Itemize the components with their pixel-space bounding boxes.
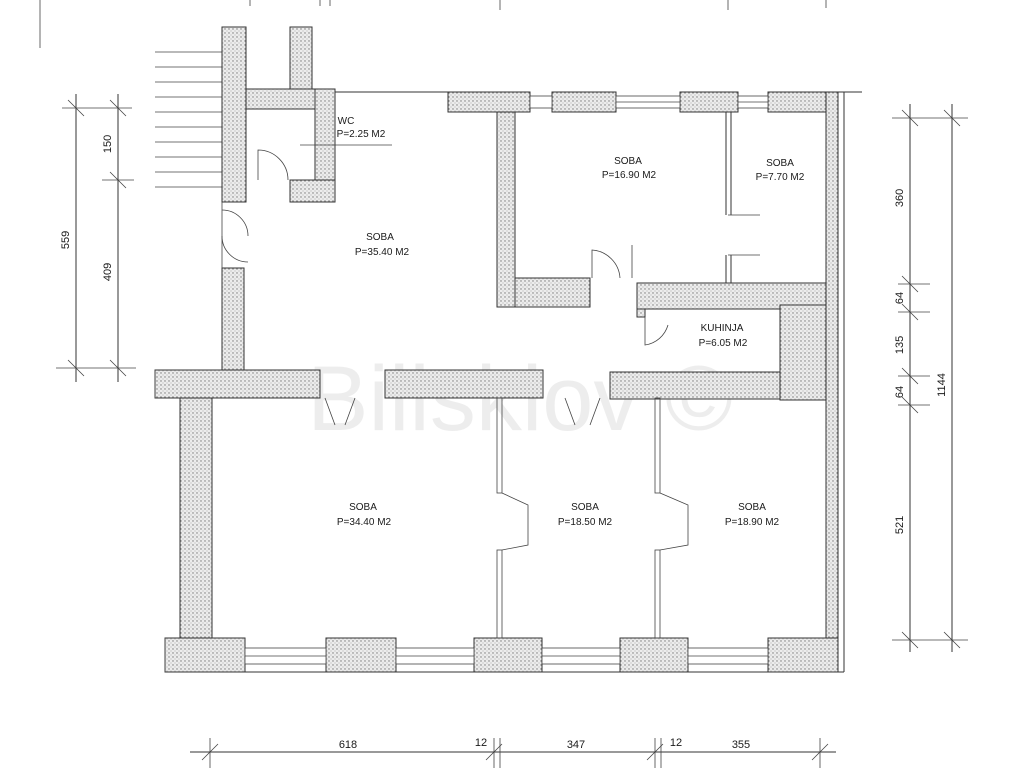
dim-right-c: 64 (894, 386, 906, 398)
doors (221, 149, 760, 551)
dim-right-a: 64 (894, 292, 906, 304)
dim-right-top: 360 (894, 189, 906, 207)
room-name: WC (338, 116, 355, 127)
room-name: SOBA (766, 158, 794, 169)
dim-left-total: 559 (60, 231, 72, 249)
room-area: P=7.70 M2 (756, 172, 805, 183)
walls (154, 26, 839, 673)
room-name: SOBA (349, 502, 377, 513)
dim-right-b: 135 (894, 336, 906, 354)
dim-bottom-e: 355 (732, 739, 750, 751)
room-name: SOBA (571, 502, 599, 513)
staircase (155, 51, 222, 188)
room-name: SOBA (738, 502, 766, 513)
room-name: SOBA (366, 232, 394, 243)
room-area: P=35.40 M2 (355, 247, 410, 258)
dim-bottom-c: 347 (567, 739, 585, 751)
dim-left-upper: 150 (102, 135, 114, 153)
left-dimensions: 559 150 409 (56, 94, 136, 382)
room-area: P=18.50 M2 (558, 517, 613, 528)
dim-left-lower: 409 (102, 263, 114, 281)
room-area: P=34.40 M2 (337, 517, 392, 528)
room-name: KUHINJA (701, 323, 744, 334)
room-area: P=16.90 M2 (602, 170, 657, 181)
room-area: P=2.25 M2 (337, 129, 386, 140)
top-edge-marks (39, 0, 827, 48)
room-area: P=18.90 M2 (725, 517, 780, 528)
bottom-dimensions: 618 12 347 12 355 (190, 737, 836, 768)
dim-right-total: 1144 (936, 373, 948, 397)
dim-bottom-b: 12 (475, 737, 487, 749)
dim-right-bottom: 521 (894, 516, 906, 534)
room-name: SOBA (614, 156, 642, 167)
dim-bottom-d: 12 (670, 737, 682, 749)
right-dimensions: 360 64 135 64 521 1144 (892, 104, 968, 652)
outline (154, 91, 862, 673)
room-area: P=6.05 M2 (699, 338, 748, 349)
room-labels: WC P=2.25 M2 SOBA P=35.40 M2 SOBA P=16.9… (300, 116, 805, 528)
dim-bottom-a: 618 (339, 739, 357, 751)
windows (244, 95, 769, 665)
